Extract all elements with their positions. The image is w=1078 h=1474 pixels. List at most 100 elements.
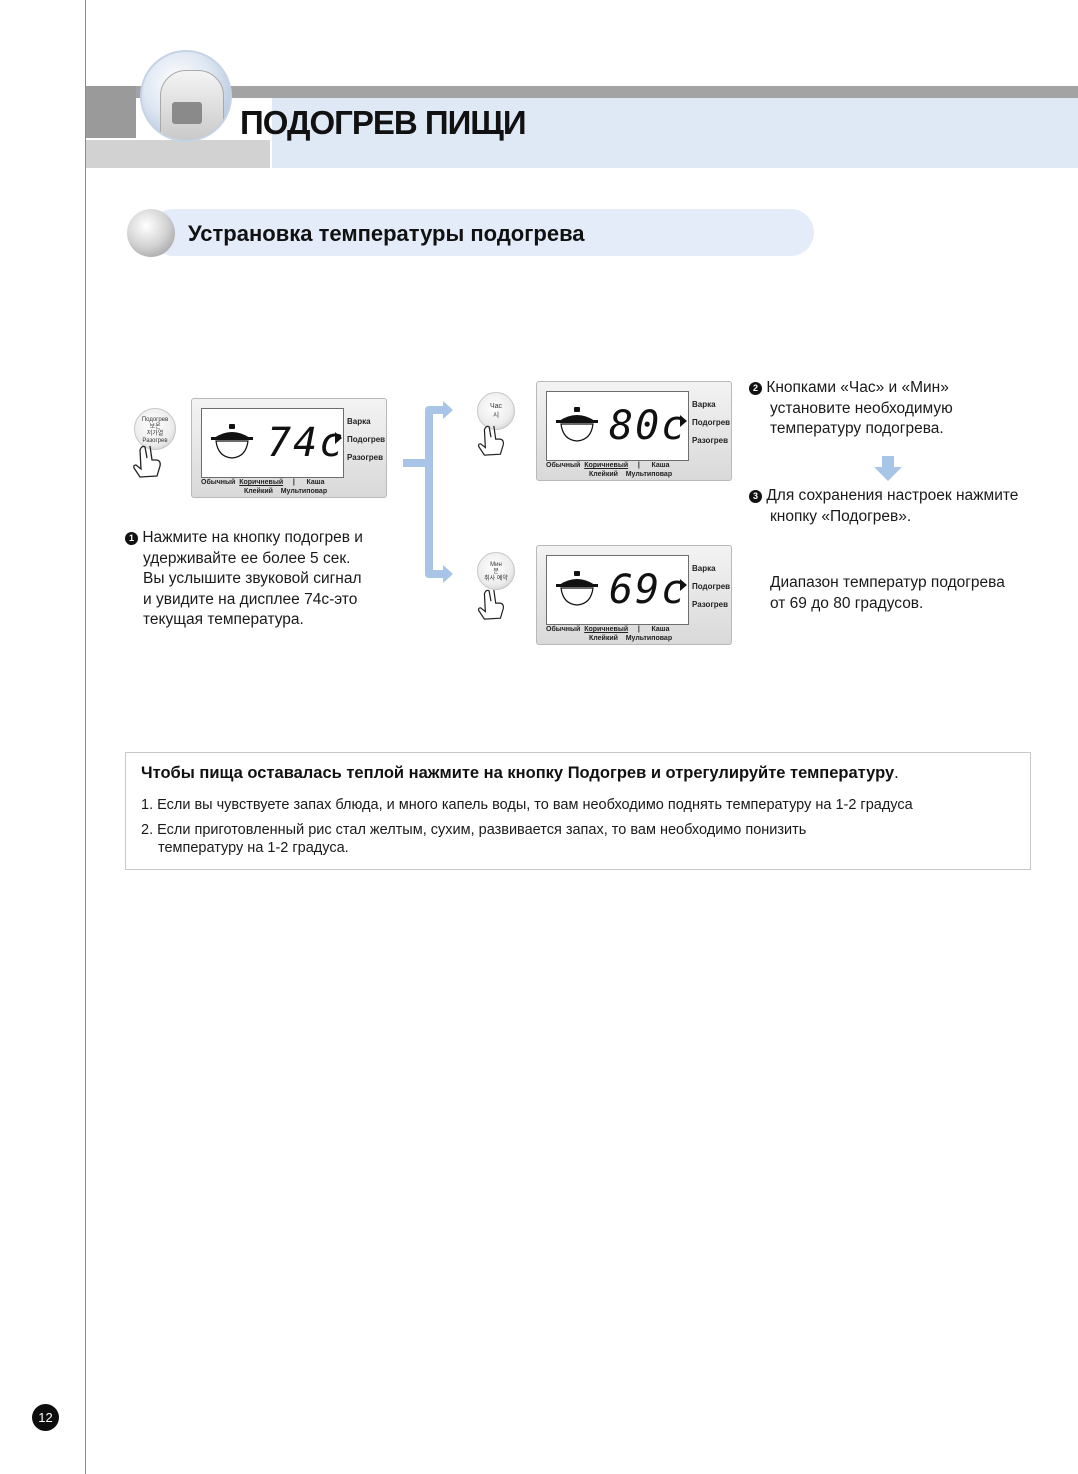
tip-title: Чтобы пища оставалась теплой нажмите на … xyxy=(141,764,899,783)
mode-label-cook: Варка xyxy=(692,564,716,573)
mode-selector-arrow xyxy=(680,579,687,591)
menu-label-brown: Коричневый xyxy=(239,479,284,486)
hour-button[interactable]: Час 시 xyxy=(477,392,515,430)
step-2-line-1: Кнопками «Час» и «Мин» xyxy=(766,379,949,396)
pointing-hand-icon xyxy=(477,589,505,620)
rice-pot-icon xyxy=(556,407,598,442)
lcd-display-2: 80c Варка Подогрев Разогрев Обычный Кори… xyxy=(536,381,732,481)
arrow-down-icon xyxy=(874,456,902,481)
mode-label-warm: Подогрев xyxy=(347,435,386,444)
min-button-label-ko2: 취사 예약 xyxy=(484,576,508,582)
menu-row-top: Обычный Коричневый | Каша xyxy=(546,462,669,469)
menu-label-multicook: Мультиповар xyxy=(625,471,673,478)
branch-arrow-bottom xyxy=(425,570,445,578)
header-gray-bar xyxy=(136,86,1078,98)
step-2-line-2: установите необходимую xyxy=(770,399,953,417)
cooker-body xyxy=(160,70,224,140)
mode-label-warm: Подогрев xyxy=(692,418,731,427)
header-title-band xyxy=(272,98,1078,168)
section-heading-bar xyxy=(150,209,814,256)
mode-selector-arrow xyxy=(680,415,687,427)
mode-label-reheat: Разогрев xyxy=(692,600,729,609)
lcd-screen-2: 80c xyxy=(546,391,689,461)
menu-label-porridge: Каша xyxy=(306,479,325,486)
step-1-number: 1 xyxy=(125,532,138,545)
menu-label-multicook: Мультиповар xyxy=(625,635,673,642)
menu-label-porridge: Каша xyxy=(651,462,670,469)
step-2-line-3: температуру подогрева. xyxy=(770,420,944,437)
step-1-line-2: удерживайте ее более 5 сек. xyxy=(143,549,351,567)
tip-item-2-line-1: 2. Если приготовленный рис стал желтым, … xyxy=(141,822,807,838)
rice-cooker-image xyxy=(140,50,232,142)
min-button-label: Мин xyxy=(490,562,502,568)
menu-row-top: Обычный Коричневый | Каша xyxy=(201,479,324,486)
step-3-line-2: кнопку «Подогрев». xyxy=(770,507,912,525)
menu-label-multicook: Мультиповар xyxy=(280,488,328,495)
tip-title-period: . xyxy=(894,764,899,782)
section-title: Устрановка температуры подогрева xyxy=(188,221,585,246)
lcd-screen-3: 69c xyxy=(546,555,689,625)
step-1-line-5: текущая температура. xyxy=(143,611,304,628)
page-margin-line xyxy=(85,0,86,1474)
warm-button-label-ko: 보온 xyxy=(149,424,161,430)
step-1-line-1: Нажмите на кнопку подогрев и xyxy=(142,529,363,546)
warm-button[interactable]: Подогрев 보온 저가열 Разогрев xyxy=(134,408,176,450)
mode-label-cook: Варка xyxy=(347,417,371,426)
mode-label-cook: Варка xyxy=(692,400,716,409)
mode-label-reheat: Разогрев xyxy=(692,436,729,445)
menu-label-brown: Коричневый xyxy=(584,462,629,469)
pointing-hand-icon xyxy=(477,425,505,456)
mode-selector-arrow xyxy=(335,432,342,444)
menu-label-sticky: Клейкий xyxy=(589,471,618,478)
menu-label-normal: Обычный xyxy=(546,462,581,469)
mode-label-warm: Подогрев xyxy=(692,582,731,591)
min-button-label-ko: 분 xyxy=(493,569,499,575)
pointing-hand-icon xyxy=(133,445,161,478)
menu-label-porridge: Каша xyxy=(651,626,670,633)
menu-row-bottom: Клейкий Мультиповар xyxy=(589,635,672,642)
range-line-1: Диапазон температур подогрева xyxy=(770,574,1005,591)
tip-item-2-line-2: температуру на 1-2 градуса. xyxy=(158,840,349,856)
menu-row-bottom: Клейкий Мультиповар xyxy=(244,488,327,495)
step-1-line-3: Вы услышите звуковой сигнал xyxy=(143,570,362,587)
rice-pot-icon xyxy=(556,571,598,606)
branch-arrow-top xyxy=(425,406,445,414)
header-gray-under xyxy=(86,140,270,168)
menu-label-brown: Коричневый xyxy=(584,626,629,633)
branch-arrow-vertical xyxy=(425,410,433,578)
min-button[interactable]: Мин 분 취사 예약 xyxy=(477,552,515,590)
lcd-display-3: 69c Варка Подогрев Разогрев Обычный Кори… xyxy=(536,545,732,645)
page-title: ПОДОГРЕВ ПИЩИ xyxy=(240,104,527,141)
hour-button-label: Час xyxy=(489,403,503,410)
arrow-head-up-icon xyxy=(443,401,453,419)
menu-label-sticky: Клейкий xyxy=(244,488,273,495)
tip-box xyxy=(125,752,1031,870)
menu-separator: | xyxy=(292,479,295,486)
rice-pot-icon xyxy=(211,424,253,459)
menu-label-normal: Обычный xyxy=(201,479,236,486)
step-2-text: 2 Кнопками «Час» и «Мин» установите необ… xyxy=(749,378,1049,440)
branch-arrow-stem xyxy=(403,459,429,467)
menu-separator: | xyxy=(637,626,640,633)
step-1-text: 1 Нажмите на кнопку подогрев и удерживай… xyxy=(125,528,415,631)
lcd-display-1: 74c Варка Подогрев Разогрев Обычный Кори… xyxy=(191,398,387,498)
menu-separator: | xyxy=(637,462,640,469)
menu-row-bottom: Клейкий Мультиповар xyxy=(589,471,672,478)
step-3-line-1: Для сохранения настроек нажмите xyxy=(766,487,1019,504)
tip-title-text: Чтобы пища оставалась теплой нажмите на … xyxy=(141,764,895,782)
temperature-readout: 80c xyxy=(609,403,688,449)
cooker-panel xyxy=(172,102,202,124)
warm-button-label-ru: Подогрев xyxy=(141,417,169,423)
step-1-line-4: и увидите на дисплее 74с-это xyxy=(143,590,358,608)
step-3-number: 3 xyxy=(749,490,762,503)
range-line-2: от 69 до 80 градусов. xyxy=(770,594,924,612)
menu-row-top: Обычный Коричневый | Каша xyxy=(546,626,669,633)
temperature-range-note: Диапазон температур подогрева от 69 до 8… xyxy=(770,573,1060,614)
menu-label-sticky: Клейкий xyxy=(589,635,618,642)
section-heading-ball xyxy=(127,209,175,257)
page-number: 12 xyxy=(32,1404,59,1431)
temperature-readout: 69c xyxy=(609,567,688,613)
menu-label-normal: Обычный xyxy=(546,626,581,633)
step-2-number: 2 xyxy=(749,382,762,395)
lcd-screen-1: 74c xyxy=(201,408,344,478)
